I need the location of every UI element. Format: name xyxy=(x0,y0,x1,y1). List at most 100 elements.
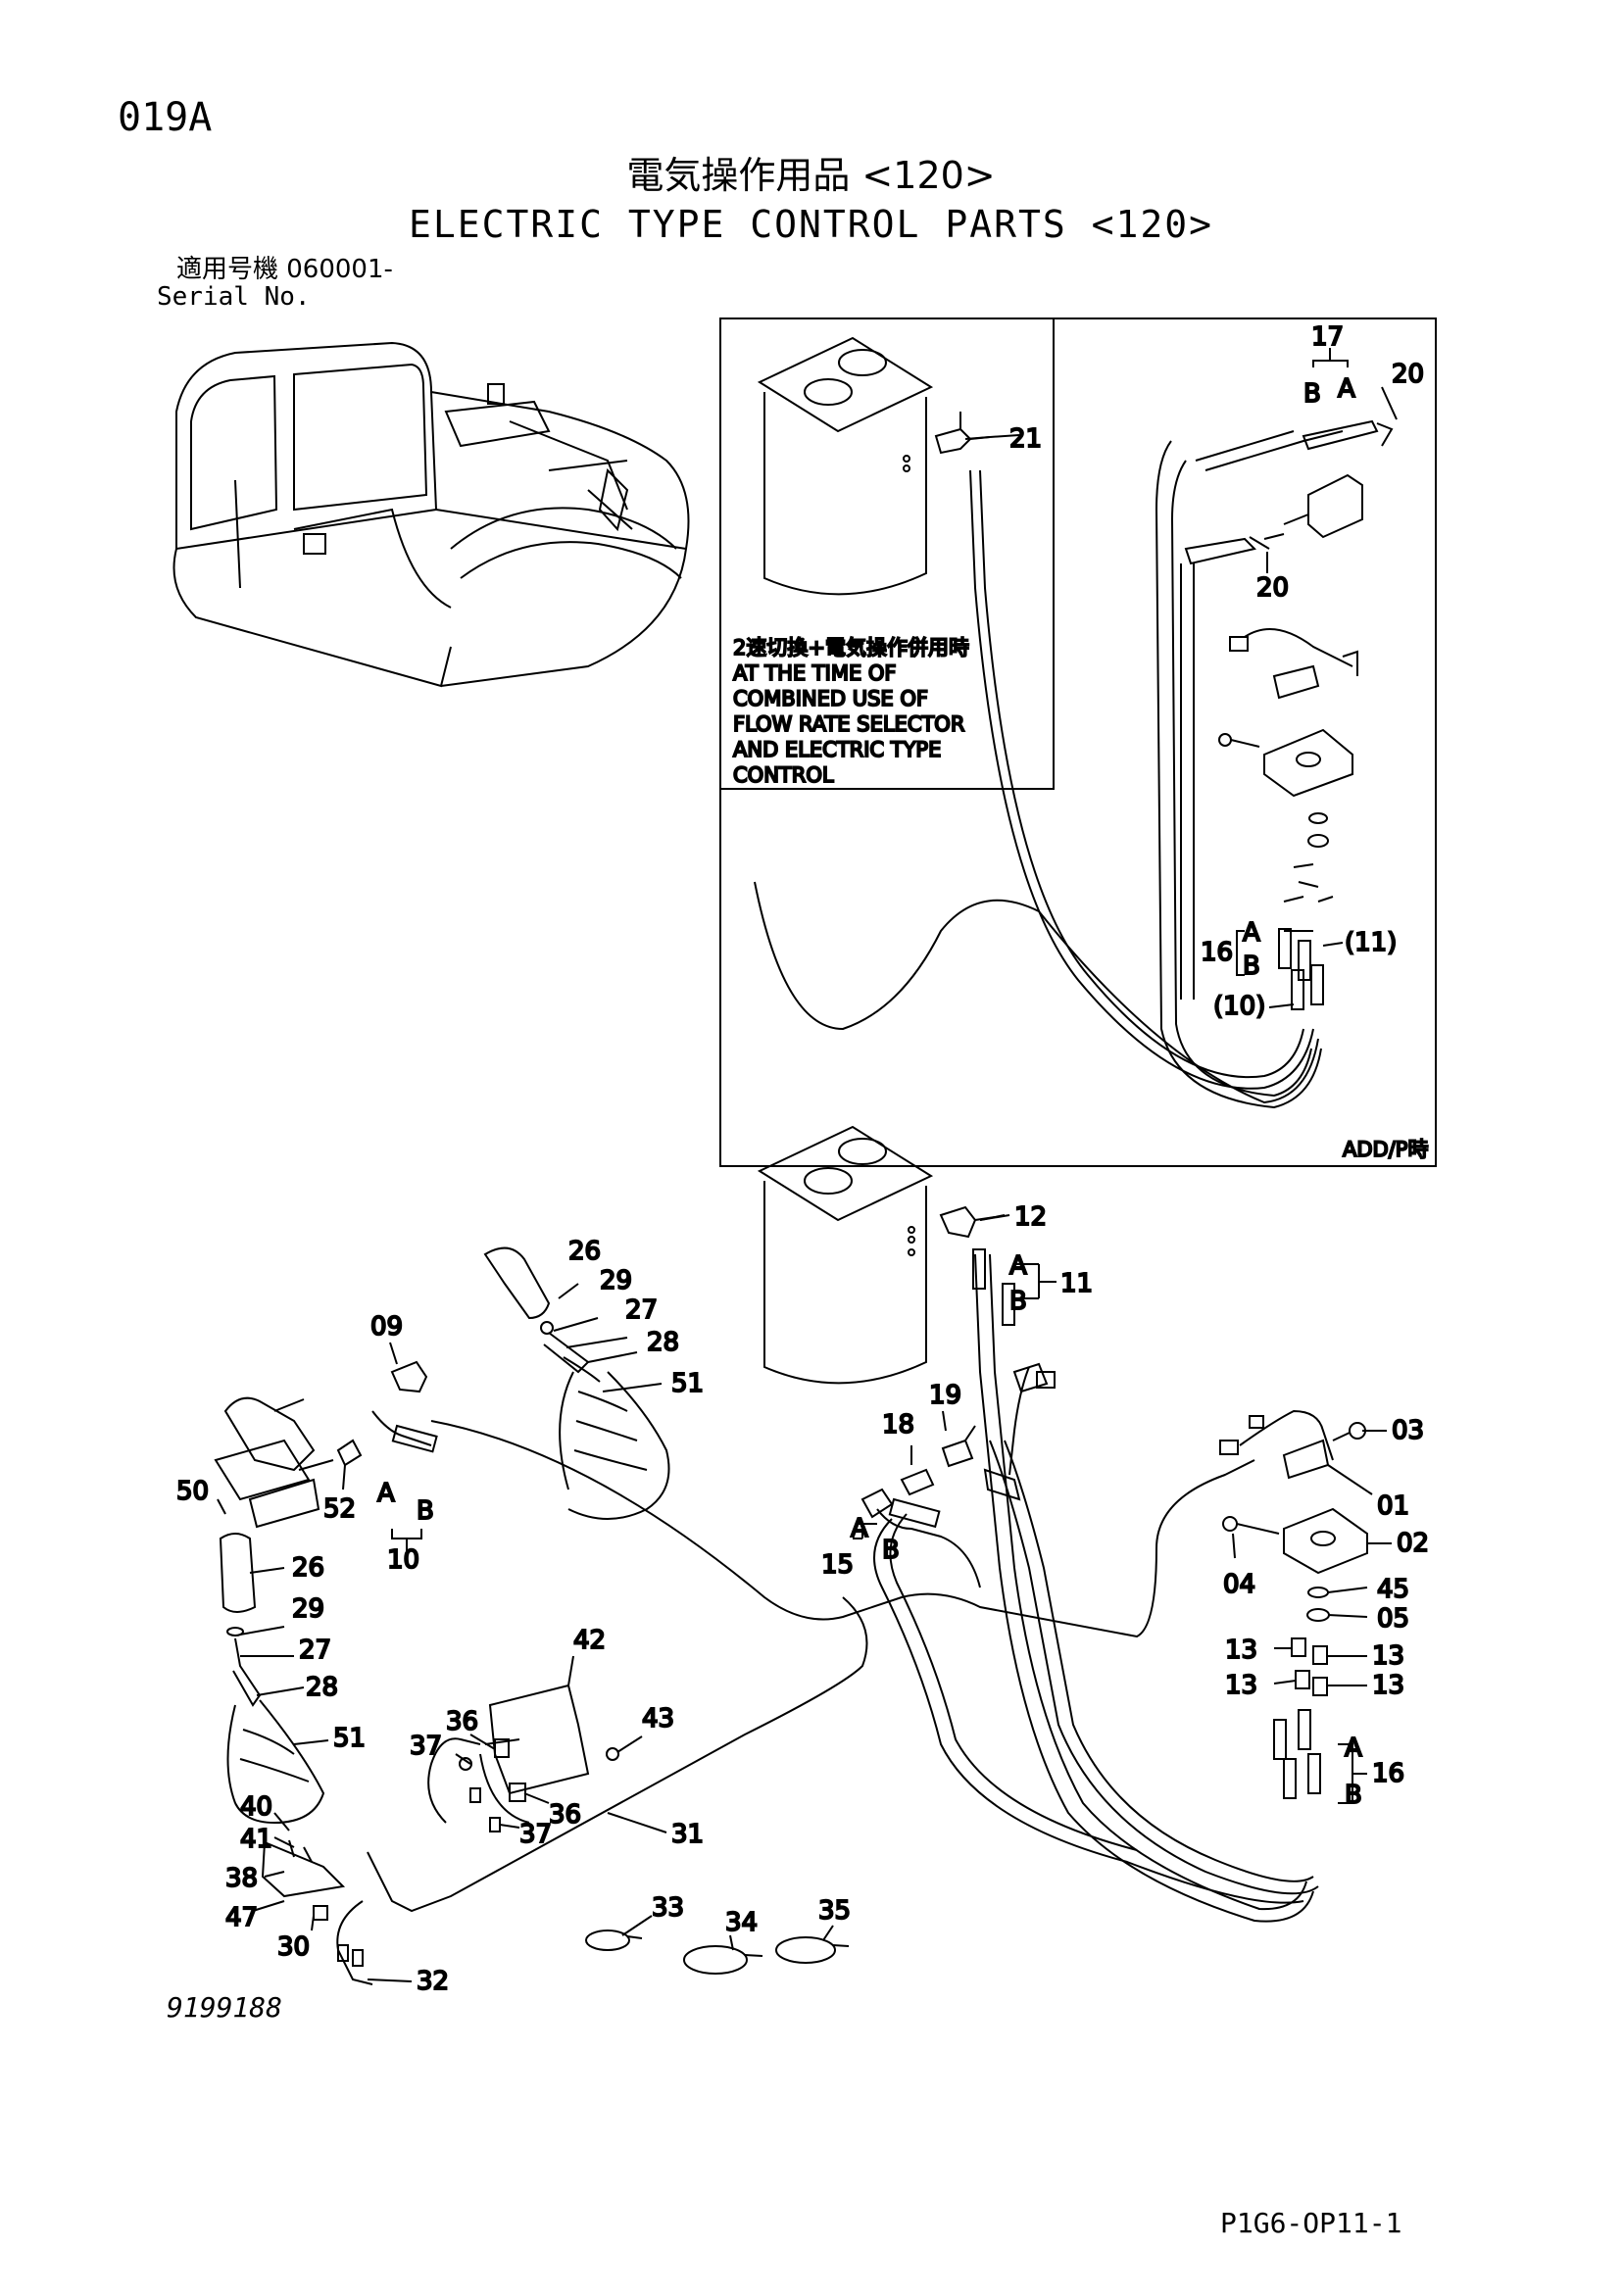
title-japanese: 電気操作用品 <120> xyxy=(626,154,996,197)
inset-callout-10: (10) xyxy=(1213,992,1265,1021)
callout-leaders xyxy=(217,1214,1392,1982)
inset-callout-16: 16 xyxy=(1201,938,1233,967)
inset-frame xyxy=(719,318,1437,1167)
callout-12: 12 xyxy=(1014,1202,1047,1232)
callout-01: 01 xyxy=(1377,1491,1409,1521)
hose-15 xyxy=(860,1488,981,1588)
callout-05: 05 xyxy=(1377,1604,1409,1634)
inset-hoses xyxy=(754,430,1344,1109)
callout-11-a: A xyxy=(1009,1251,1027,1281)
inset-note-line-6: CONTROL xyxy=(733,763,834,787)
excavator-overview xyxy=(172,341,690,688)
callout-28-lower: 28 xyxy=(306,1673,338,1702)
inset-fitting-21 xyxy=(934,412,991,455)
callout-13-right-upper: 13 xyxy=(1372,1641,1404,1671)
serial-label-japanese: 適用号機 060001- xyxy=(176,255,393,284)
page-id: 019A xyxy=(118,95,213,140)
callout-10-b: B xyxy=(417,1496,434,1526)
callout-33: 33 xyxy=(652,1893,684,1923)
callout-13-left-upper: 13 xyxy=(1225,1636,1257,1665)
inset-note-line-1: 2速切換+電気操作併用時 xyxy=(733,636,969,659)
callout-37-lower: 37 xyxy=(519,1820,552,1849)
main-hoses xyxy=(873,1253,1319,1923)
title-english: ELECTRIC TYPE CONTROL PARTS <120> xyxy=(409,203,1213,246)
callout-29-lower: 29 xyxy=(292,1594,324,1624)
inset-callout-16-a: A xyxy=(1243,918,1260,948)
inset-callout-11: (11) xyxy=(1345,928,1397,957)
inset-fitting-17 xyxy=(1302,419,1394,451)
callout-40: 40 xyxy=(240,1792,272,1822)
callout-37-upper: 37 xyxy=(410,1732,442,1761)
inset-callout-b: B xyxy=(1303,379,1321,409)
callout-42: 42 xyxy=(573,1626,606,1655)
callout-28-upper: 28 xyxy=(647,1328,679,1357)
callout-36-upper: 36 xyxy=(446,1707,478,1736)
drawing-number: 9199188 xyxy=(167,1991,283,2024)
callout-31: 31 xyxy=(671,1820,704,1849)
callout-51-upper: 51 xyxy=(671,1369,704,1398)
callout-11-b: B xyxy=(1009,1287,1027,1316)
callout-30: 30 xyxy=(277,1932,310,1962)
joystick-lower xyxy=(219,1533,346,1921)
callout-13-left-lower: 13 xyxy=(1225,1671,1257,1700)
inset-note-line-2: AT THE TIME OF xyxy=(733,661,897,685)
fitting-12 xyxy=(939,1205,996,1239)
inset-valve-block xyxy=(1249,473,1363,550)
callout-38: 38 xyxy=(225,1864,258,1893)
serial-label-english: Serial No. xyxy=(157,282,311,312)
callout-47: 47 xyxy=(225,1903,258,1932)
callout-10-a: A xyxy=(377,1479,395,1508)
hose-11-ends xyxy=(972,1248,1015,1326)
fittings-18-19 xyxy=(900,1362,1049,1501)
callout-16: 16 xyxy=(1372,1759,1404,1788)
callout-27-lower: 27 xyxy=(299,1636,331,1665)
callout-13-right-lower: 13 xyxy=(1372,1671,1404,1700)
inset-callout-20-upper: 20 xyxy=(1392,360,1424,389)
fittings-13 xyxy=(1291,1637,1328,1696)
callout-50: 50 xyxy=(176,1477,209,1506)
callout-15-a: A xyxy=(851,1514,868,1543)
inset-note-line-3: COMBINED USE OF xyxy=(733,687,928,710)
callout-16-b: B xyxy=(1345,1781,1362,1810)
callout-18: 18 xyxy=(882,1410,914,1440)
callout-15: 15 xyxy=(821,1550,854,1580)
callout-10: 10 xyxy=(387,1545,419,1575)
cable-31 xyxy=(336,1420,1255,1985)
inset-callout-17: 17 xyxy=(1311,322,1344,352)
hose-16-ends xyxy=(1273,1709,1321,1799)
inset-switch-assembly xyxy=(1218,628,1358,903)
pilot-valve-block xyxy=(214,1396,363,1529)
callout-51-lower: 51 xyxy=(333,1724,366,1753)
callout-52: 52 xyxy=(323,1494,356,1524)
callout-19: 19 xyxy=(929,1381,961,1410)
callout-09: 09 xyxy=(370,1312,403,1342)
callout-02: 02 xyxy=(1397,1529,1429,1558)
callout-27-upper: 27 xyxy=(625,1295,658,1325)
callout-26-lower: 26 xyxy=(292,1553,324,1583)
joystick-upper xyxy=(483,1246,670,1520)
inset-callout-20-lower: 20 xyxy=(1256,573,1289,603)
fitting-09 xyxy=(390,1360,428,1393)
main-tank xyxy=(757,1125,934,1385)
bracket-42 xyxy=(459,1684,619,1832)
inset-callout-16-b: B xyxy=(1243,952,1260,981)
callout-03: 03 xyxy=(1392,1416,1424,1445)
inset-corner-label: ADD/P時 xyxy=(1343,1138,1428,1161)
callout-32: 32 xyxy=(417,1967,449,1996)
inset-hose-ends xyxy=(1278,928,1324,1010)
callout-16-a: A xyxy=(1345,1734,1362,1763)
callout-26-upper: 26 xyxy=(568,1237,601,1266)
callout-45: 45 xyxy=(1377,1575,1409,1604)
inset-tank xyxy=(757,336,934,596)
callout-04: 04 xyxy=(1223,1570,1255,1599)
callout-36-lower: 36 xyxy=(549,1800,581,1830)
inset-callout-a: A xyxy=(1338,374,1355,404)
inset-note-line-4: FLOW RATE SELECTOR xyxy=(733,712,964,736)
callout-43: 43 xyxy=(642,1704,674,1734)
callout-34: 34 xyxy=(725,1908,758,1937)
clamps xyxy=(585,1930,850,1975)
callout-15-b: B xyxy=(882,1536,900,1565)
connector-32 xyxy=(337,1944,364,1967)
callout-11: 11 xyxy=(1060,1269,1093,1298)
